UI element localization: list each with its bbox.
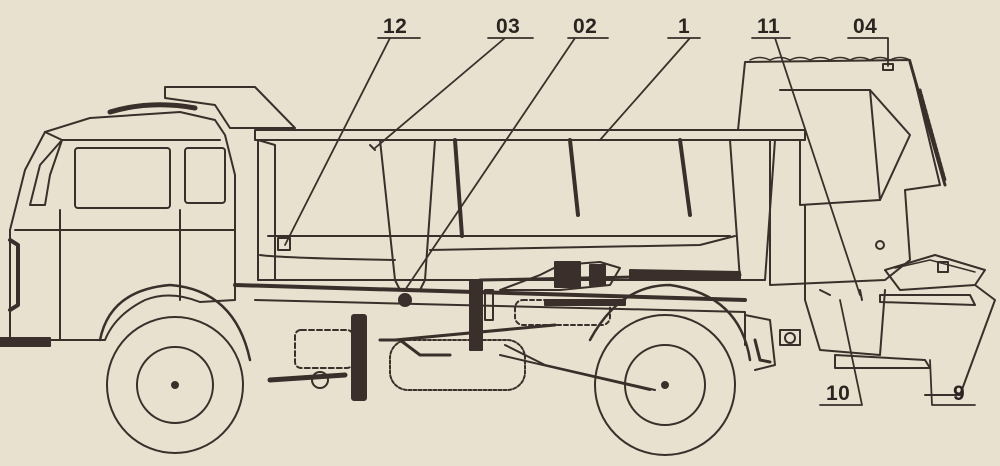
- callout-04: 04: [853, 15, 878, 38]
- rear-wheel: [588, 283, 752, 456]
- callout-1: 1: [678, 15, 691, 38]
- chassis: [233, 261, 801, 401]
- spreader-unit: [737, 56, 996, 396]
- callout-03: 03: [496, 15, 521, 38]
- hopper-body: [254, 129, 806, 291]
- callout-11: 11: [757, 15, 781, 38]
- callout-9: 9: [953, 382, 966, 405]
- callout-12: 12: [383, 15, 408, 38]
- front-wheel: [98, 283, 252, 454]
- cab: [0, 86, 296, 347]
- leader-lines: [284, 37, 976, 406]
- callout-02: 02: [573, 15, 598, 38]
- callout-10: 10: [826, 382, 851, 405]
